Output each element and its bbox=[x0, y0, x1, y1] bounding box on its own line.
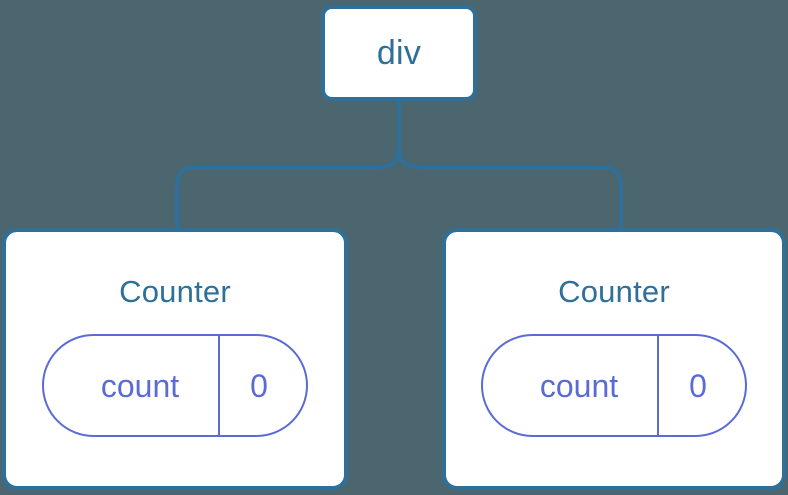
edge-div-to-counter-right bbox=[397, 138, 623, 228]
node-counter-right-label: Counter bbox=[558, 274, 670, 309]
state-value-count-right: 0 bbox=[689, 367, 707, 404]
state-pill-count-left[interactable]: count 0 bbox=[42, 334, 308, 437]
edge-div-to-counter-left bbox=[175, 138, 401, 228]
state-pill-count-right[interactable]: count 0 bbox=[481, 334, 747, 437]
node-counter-left-label: Counter bbox=[119, 274, 231, 309]
node-counter-left[interactable]: Counter count 0 bbox=[2, 228, 348, 490]
state-key-count-left: count bbox=[44, 336, 220, 435]
state-value-count-left: 0 bbox=[250, 367, 268, 404]
node-counter-right[interactable]: Counter count 0 bbox=[442, 228, 786, 490]
node-div[interactable]: div bbox=[321, 5, 477, 101]
node-div-label: div bbox=[376, 34, 422, 72]
state-key-count-right: count bbox=[483, 336, 659, 435]
